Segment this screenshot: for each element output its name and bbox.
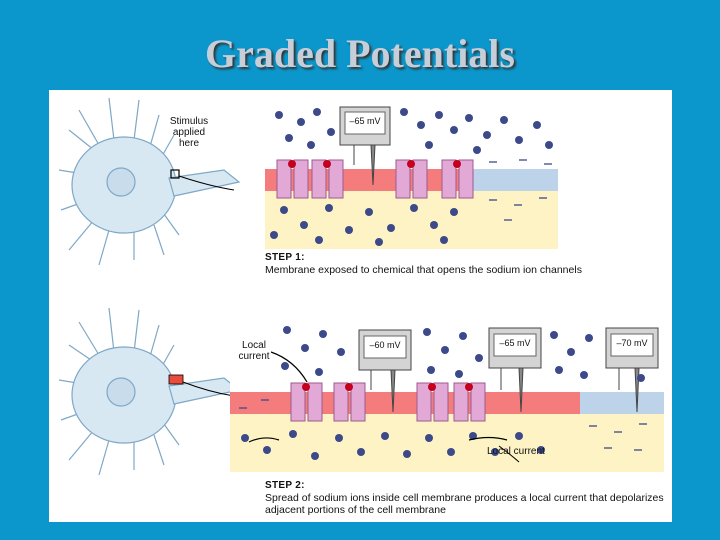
negative-charges-step2: [239, 399, 647, 451]
local-current-label-left: Local current: [238, 340, 270, 362]
extracellular-ions-step1: [275, 108, 553, 154]
pointer-arrow-step2: [182, 381, 235, 397]
extracellular-ions-step2: [281, 326, 645, 382]
step2-text: Spread of sodium ions inside cell membra…: [265, 492, 664, 516]
local-current-label-bottom: Local current: [487, 446, 545, 457]
sodium-channel-group-step2: [290, 382, 486, 422]
stimulus-label: Stimulus applied here: [169, 116, 209, 149]
neuron-illustration-step1: [58, 97, 241, 266]
local-current-arrow-cytoplasm-left: [248, 437, 280, 443]
voltmeter-step2-a: [358, 329, 412, 413]
resting-membrane-segment-2: [580, 392, 664, 414]
step1-caption: STEP 1: Membrane exposed to chemical tha…: [265, 252, 665, 276]
diagram-artwork: [58, 97, 664, 476]
sodium-ion-markers-step2: [302, 383, 473, 391]
step2-caption: STEP 2: Spread of sodium ions inside cel…: [265, 480, 665, 516]
local-current-arrow-cytoplasm-right: [468, 436, 508, 441]
resting-membrane-segment: [473, 169, 558, 191]
step2-title: STEP 2:: [265, 480, 305, 491]
voltmeter-reading-step2-c: –70 mV: [616, 338, 648, 348]
step1-title: STEP 1:: [265, 252, 305, 263]
neuron-illustration-step2: [58, 307, 241, 476]
voltmeter-reading-step2-a: –60 mV: [369, 340, 401, 350]
cytoplasm-region-2: [230, 414, 664, 472]
local-current-pointer: [498, 445, 520, 463]
voltmeter-step2-b: [488, 327, 542, 413]
membrane-section-step1: [265, 105, 558, 249]
voltmeter-step2-c: [605, 327, 659, 413]
voltmeter-reading-step1: –65 mV: [349, 116, 381, 126]
cytoplasm-region: [265, 191, 558, 249]
intracellular-ions-step2: [241, 430, 545, 460]
voltmeter-reading-step2-b: –65 mV: [499, 338, 531, 348]
stimulus-pointer-arrow: [178, 175, 235, 191]
intracellular-ions-step1: [270, 204, 458, 246]
depolarized-site-marker: [168, 374, 184, 385]
local-current-arrow-left: [270, 351, 308, 383]
sodium-ion-markers-step1: [288, 160, 461, 168]
negative-charges-step1: [489, 159, 552, 221]
diagram-figure: Stimulus applied here –65 mV STEP 1: Mem…: [49, 90, 672, 522]
voltmeter-step1: [339, 106, 391, 186]
slide-title: Graded Potentials: [205, 31, 515, 76]
stimulus-site-marker: [170, 169, 180, 179]
depolarized-membrane-segment-2: [230, 392, 580, 414]
sodium-channel-group-step1: [276, 159, 474, 199]
step1-text: Membrane exposed to chemical that opens …: [265, 264, 582, 276]
